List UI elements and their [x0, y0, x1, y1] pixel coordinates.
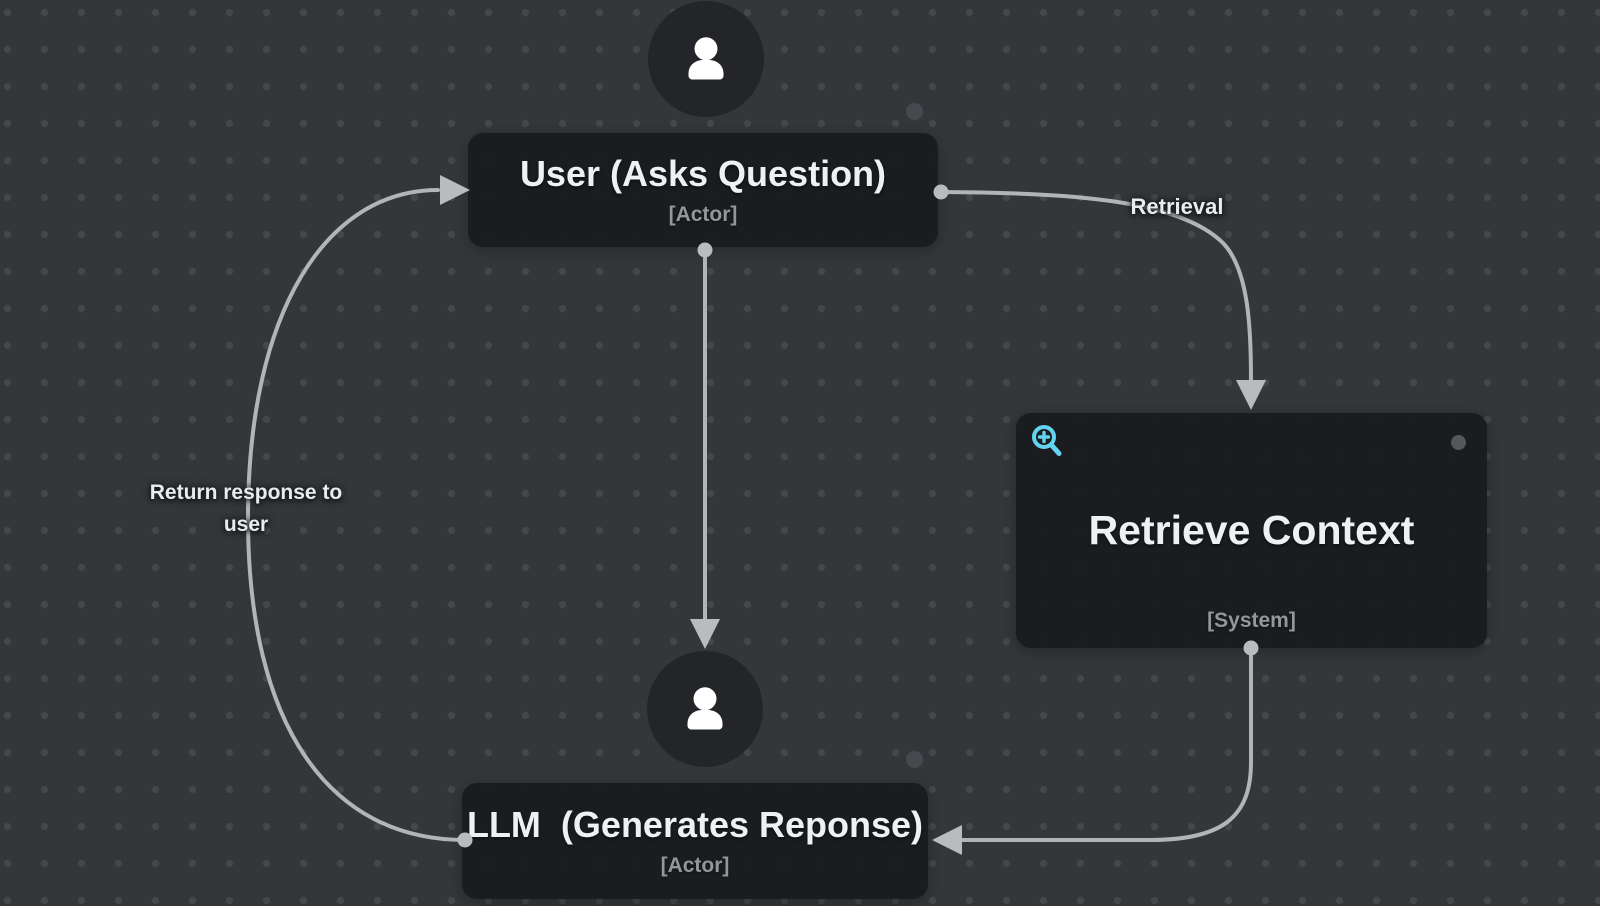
edge-label-return-response[interactable]: Return response to user	[149, 481, 343, 536]
node-title: Retrieve Context	[1088, 507, 1415, 553]
node-retrieve-context[interactable]: Retrieve Context [System]	[1016, 413, 1487, 648]
edge-label-retrieval[interactable]: Retrieval	[1130, 194, 1224, 219]
node-subtitle: [Actor]	[660, 854, 730, 877]
node-subtitle: [System]	[1207, 609, 1296, 632]
arrowhead-icon	[440, 175, 470, 205]
zoom-in-icon	[1032, 425, 1062, 456]
user-avatar	[648, 1, 764, 117]
person-icon	[687, 687, 723, 730]
node-title: LLM (Generates Reponse)	[466, 804, 924, 845]
node-user-asks-question[interactable]: User (Asks Question) [Actor]	[468, 133, 938, 247]
node-subtitle: [Actor]	[668, 203, 738, 226]
edge-retrieve-context-to-llm[interactable]	[960, 646, 1253, 842]
llm-avatar	[647, 651, 763, 767]
arrowhead-icon	[1236, 380, 1266, 410]
canvas-dot-decoration	[906, 751, 923, 768]
node-title: User (Asks Question)	[519, 153, 887, 194]
person-icon	[688, 37, 724, 80]
arrowhead-icon	[690, 619, 720, 649]
node-port-dot	[1451, 435, 1466, 450]
arrowhead-icon	[932, 825, 962, 855]
node-llm-generates-response[interactable]: LLM (Generates Reponse) [Actor]	[462, 783, 928, 899]
canvas-dot-decoration	[906, 103, 923, 120]
